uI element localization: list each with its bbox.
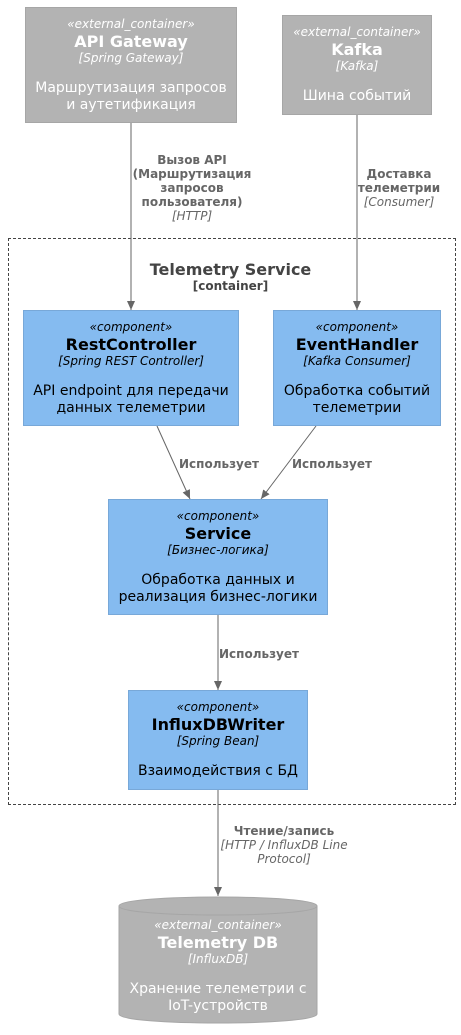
node-stereotype: «component» xyxy=(315,319,399,334)
edge-label-rest-to-service: Использует xyxy=(176,457,262,471)
edge-label-tech: [HTTP / InfluxDB Line Protocol] xyxy=(220,838,348,866)
node-name: API Gateway xyxy=(74,31,188,51)
node-description: Хранение телеметрии с IoT-устройств xyxy=(129,981,307,1014)
node-tech: [Kafka Consumer] xyxy=(303,353,411,368)
node-tech: [Spring Gateway] xyxy=(78,50,184,65)
service-node: «component» Service [Бизнес-логика] Обра… xyxy=(108,499,328,615)
node-description: Маршрутизация запросов и аутетификация xyxy=(35,79,227,113)
node-description: Взаимодействия с БД xyxy=(137,763,298,779)
edge-label-service-to-writer: Использует xyxy=(216,647,302,661)
node-stereotype: «external_container» xyxy=(293,25,421,39)
node-stereotype: «component» xyxy=(176,508,260,523)
node-tech: [Бизнес-логика] xyxy=(167,542,269,557)
telemetry-service-boundary xyxy=(8,238,456,805)
api-gateway-node: «external_container» API Gateway [Spring… xyxy=(25,7,237,123)
node-description: API endpoint для передачи данных телемет… xyxy=(33,382,229,416)
boundary-title: Telemetry Service xyxy=(149,260,312,279)
node-name: InfluxDBWriter xyxy=(151,715,285,734)
node-description: Обработка данных и реализация бизнес-лог… xyxy=(118,571,318,605)
node-name: Telemetry DB xyxy=(157,933,279,952)
edge-label-text: Доставка телеметрии xyxy=(357,167,441,195)
edge-label-text: Использует xyxy=(292,457,372,471)
telemetry-db-node: «external_container» Telemetry DB [Influ… xyxy=(118,896,318,1024)
edge-label-text: Использует xyxy=(219,647,299,661)
edge-label-text: Чтение/запись xyxy=(233,824,335,838)
node-name: EventHandler xyxy=(295,334,419,354)
influxdb-writer-node: «component» InfluxDBWriter [Spring Bean]… xyxy=(128,690,308,790)
edge-label-text: Вызов API (Маршрутизация запросов пользо… xyxy=(132,153,252,209)
edge-label-event-to-service: Использует xyxy=(289,457,375,471)
node-name: RestController xyxy=(65,334,197,354)
db-text: «external_container» Telemetry DB [Influ… xyxy=(118,918,318,1015)
node-stereotype: «component» xyxy=(89,319,173,334)
node-tech: [Spring REST Controller] xyxy=(58,353,204,368)
kafka-node: «external_container» Kafka [Kafka] Шина … xyxy=(282,15,432,115)
edge-rest-to-service xyxy=(156,425,191,500)
event-handler-node: «component» EventHandler [Kafka Consumer… xyxy=(273,310,441,426)
node-name: Service xyxy=(184,523,252,543)
edge-label-tech: [HTTP] xyxy=(171,209,213,223)
edge-label-writer-to-db: Чтение/запись [HTTP / InfluxDB Line Prot… xyxy=(214,824,354,866)
node-stereotype: «external_container» xyxy=(154,918,282,932)
node-name: Kafka xyxy=(331,40,383,59)
node-description: Обработка событий телеметрии xyxy=(283,382,431,416)
node-tech: [Kafka] xyxy=(335,59,379,73)
edge-event-to-service xyxy=(260,425,317,500)
database-cylinder-icon xyxy=(118,896,318,1024)
edge-label-tech: [Consumer] xyxy=(363,195,435,209)
boundary-type: [container] xyxy=(192,279,269,293)
rest-controller-node: «component» RestController [Spring REST … xyxy=(23,310,239,426)
node-description: Шина событий xyxy=(302,88,412,104)
node-stereotype: «component» xyxy=(176,700,260,714)
node-stereotype: «external_container» xyxy=(67,16,195,31)
node-tech: [Spring Bean] xyxy=(176,734,260,748)
edge-label-api-to-rest: Вызов API (Маршрутизация запросов пользо… xyxy=(126,153,258,223)
edge-label-text: Использует xyxy=(179,457,259,471)
node-tech: [InfluxDB] xyxy=(187,952,249,966)
edge-label-kafka-to-event: Доставка телеметрии [Consumer] xyxy=(349,167,449,209)
